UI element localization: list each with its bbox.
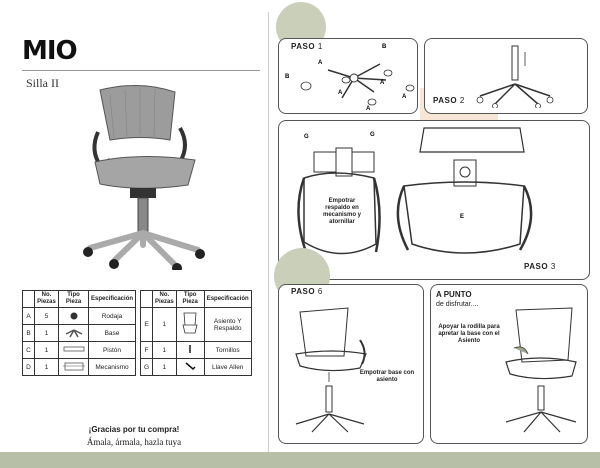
part-qty: 1 xyxy=(34,358,59,376)
base-icon xyxy=(58,324,89,342)
tagline: Ámala, ármala, hazla tuya xyxy=(86,437,182,447)
label-letter: E xyxy=(460,214,464,220)
footer-band xyxy=(0,452,600,468)
table-row: D 1 Mecanismo G 1 Llave Allen xyxy=(22,358,252,376)
part-spec: Mecanismo xyxy=(87,358,137,376)
parts-table: No. Piezas Tipo Pieza Especificación No.… xyxy=(22,290,252,376)
label-letter: A xyxy=(338,90,343,96)
part-spec: Llave Allen xyxy=(203,358,252,376)
part-qty: 1 xyxy=(152,358,177,376)
caster-icon xyxy=(58,307,89,325)
part-letter: A xyxy=(22,307,35,325)
step-6-note: Empotrar base con asiento xyxy=(359,370,415,383)
model-name: Silla II xyxy=(26,76,59,90)
step-6-diagram xyxy=(295,307,367,433)
col-header-spec: Especificación xyxy=(203,290,252,308)
col-header-qty: No. Piezas xyxy=(34,290,59,308)
part-letter: C xyxy=(22,341,35,359)
label-letter: A xyxy=(402,94,407,100)
part-spec: Pistón xyxy=(87,341,137,359)
col-header-qty: No. Piezas xyxy=(152,290,177,308)
seat-icon xyxy=(175,307,205,342)
part-qty: 5 xyxy=(34,307,59,325)
col-header-spec: Especificación xyxy=(87,290,137,308)
final-subtitle: de disfrutar.... xyxy=(436,301,479,308)
step-3-title: PASO 3 xyxy=(524,262,556,271)
label-letter: B xyxy=(382,44,387,50)
step-panel-2 xyxy=(424,38,588,114)
part-letter: F xyxy=(140,341,154,359)
step-1-title: PASO 1 xyxy=(291,42,323,51)
brand-logo: MIO xyxy=(22,36,78,66)
part-spec: Base xyxy=(87,324,137,342)
step-2-title: PASO 2 xyxy=(433,96,465,105)
label-letter: A xyxy=(380,80,385,86)
label-letter: B xyxy=(285,74,290,80)
table-row: C 1 Pistón F 1 Tornillos xyxy=(22,341,252,359)
part-spec: Rodaja xyxy=(87,307,137,325)
chair-illustration xyxy=(83,84,205,270)
table-row: A 5 Rodaja E 1 Asiento Y Respaldo xyxy=(22,307,252,342)
col-header-type: Tipo Pieza xyxy=(175,290,205,308)
screw-icon xyxy=(175,341,205,359)
part-spec: Asiento Y Respaldo xyxy=(203,307,252,342)
part-qty: 1 xyxy=(152,341,177,359)
label-letter: G xyxy=(370,132,375,138)
step-6-title: PASO 6 xyxy=(291,287,323,296)
mechanism-icon xyxy=(58,358,89,376)
label-letter: A xyxy=(366,106,371,112)
allen-key-icon xyxy=(175,358,205,376)
final-diagram xyxy=(505,307,577,433)
piston-icon xyxy=(58,341,89,359)
step-1-diagram: B B A A A A A xyxy=(285,44,415,112)
part-letter: D xyxy=(22,358,35,376)
part-qty: 1 xyxy=(34,324,59,342)
part-qty: 1 xyxy=(34,341,59,359)
column-divider xyxy=(268,12,269,452)
thanks-text: ¡Gracias por tu compra! xyxy=(88,425,180,434)
step-2-diagram xyxy=(476,45,554,108)
final-title: A PUNTO xyxy=(436,290,472,299)
col-header-type: Tipo Pieza xyxy=(58,290,89,308)
part-letter: B xyxy=(22,324,35,342)
part-letter: G xyxy=(140,358,154,376)
label-letter: G xyxy=(304,134,309,140)
step-3-diagram: G G E xyxy=(297,127,533,255)
step-3-note: Empotrar respaldo en mecanismo y atornil… xyxy=(322,198,362,225)
step-panel-6 xyxy=(278,284,424,444)
part-spec: Tornillos xyxy=(203,341,252,359)
label-letter: A xyxy=(318,60,323,66)
step-panel-3 xyxy=(278,120,590,280)
final-note: Apoyar la rodilla para apretar la base c… xyxy=(438,324,500,344)
part-qty: 1 xyxy=(152,307,177,342)
divider xyxy=(22,70,260,71)
part-letter: E xyxy=(140,307,154,342)
